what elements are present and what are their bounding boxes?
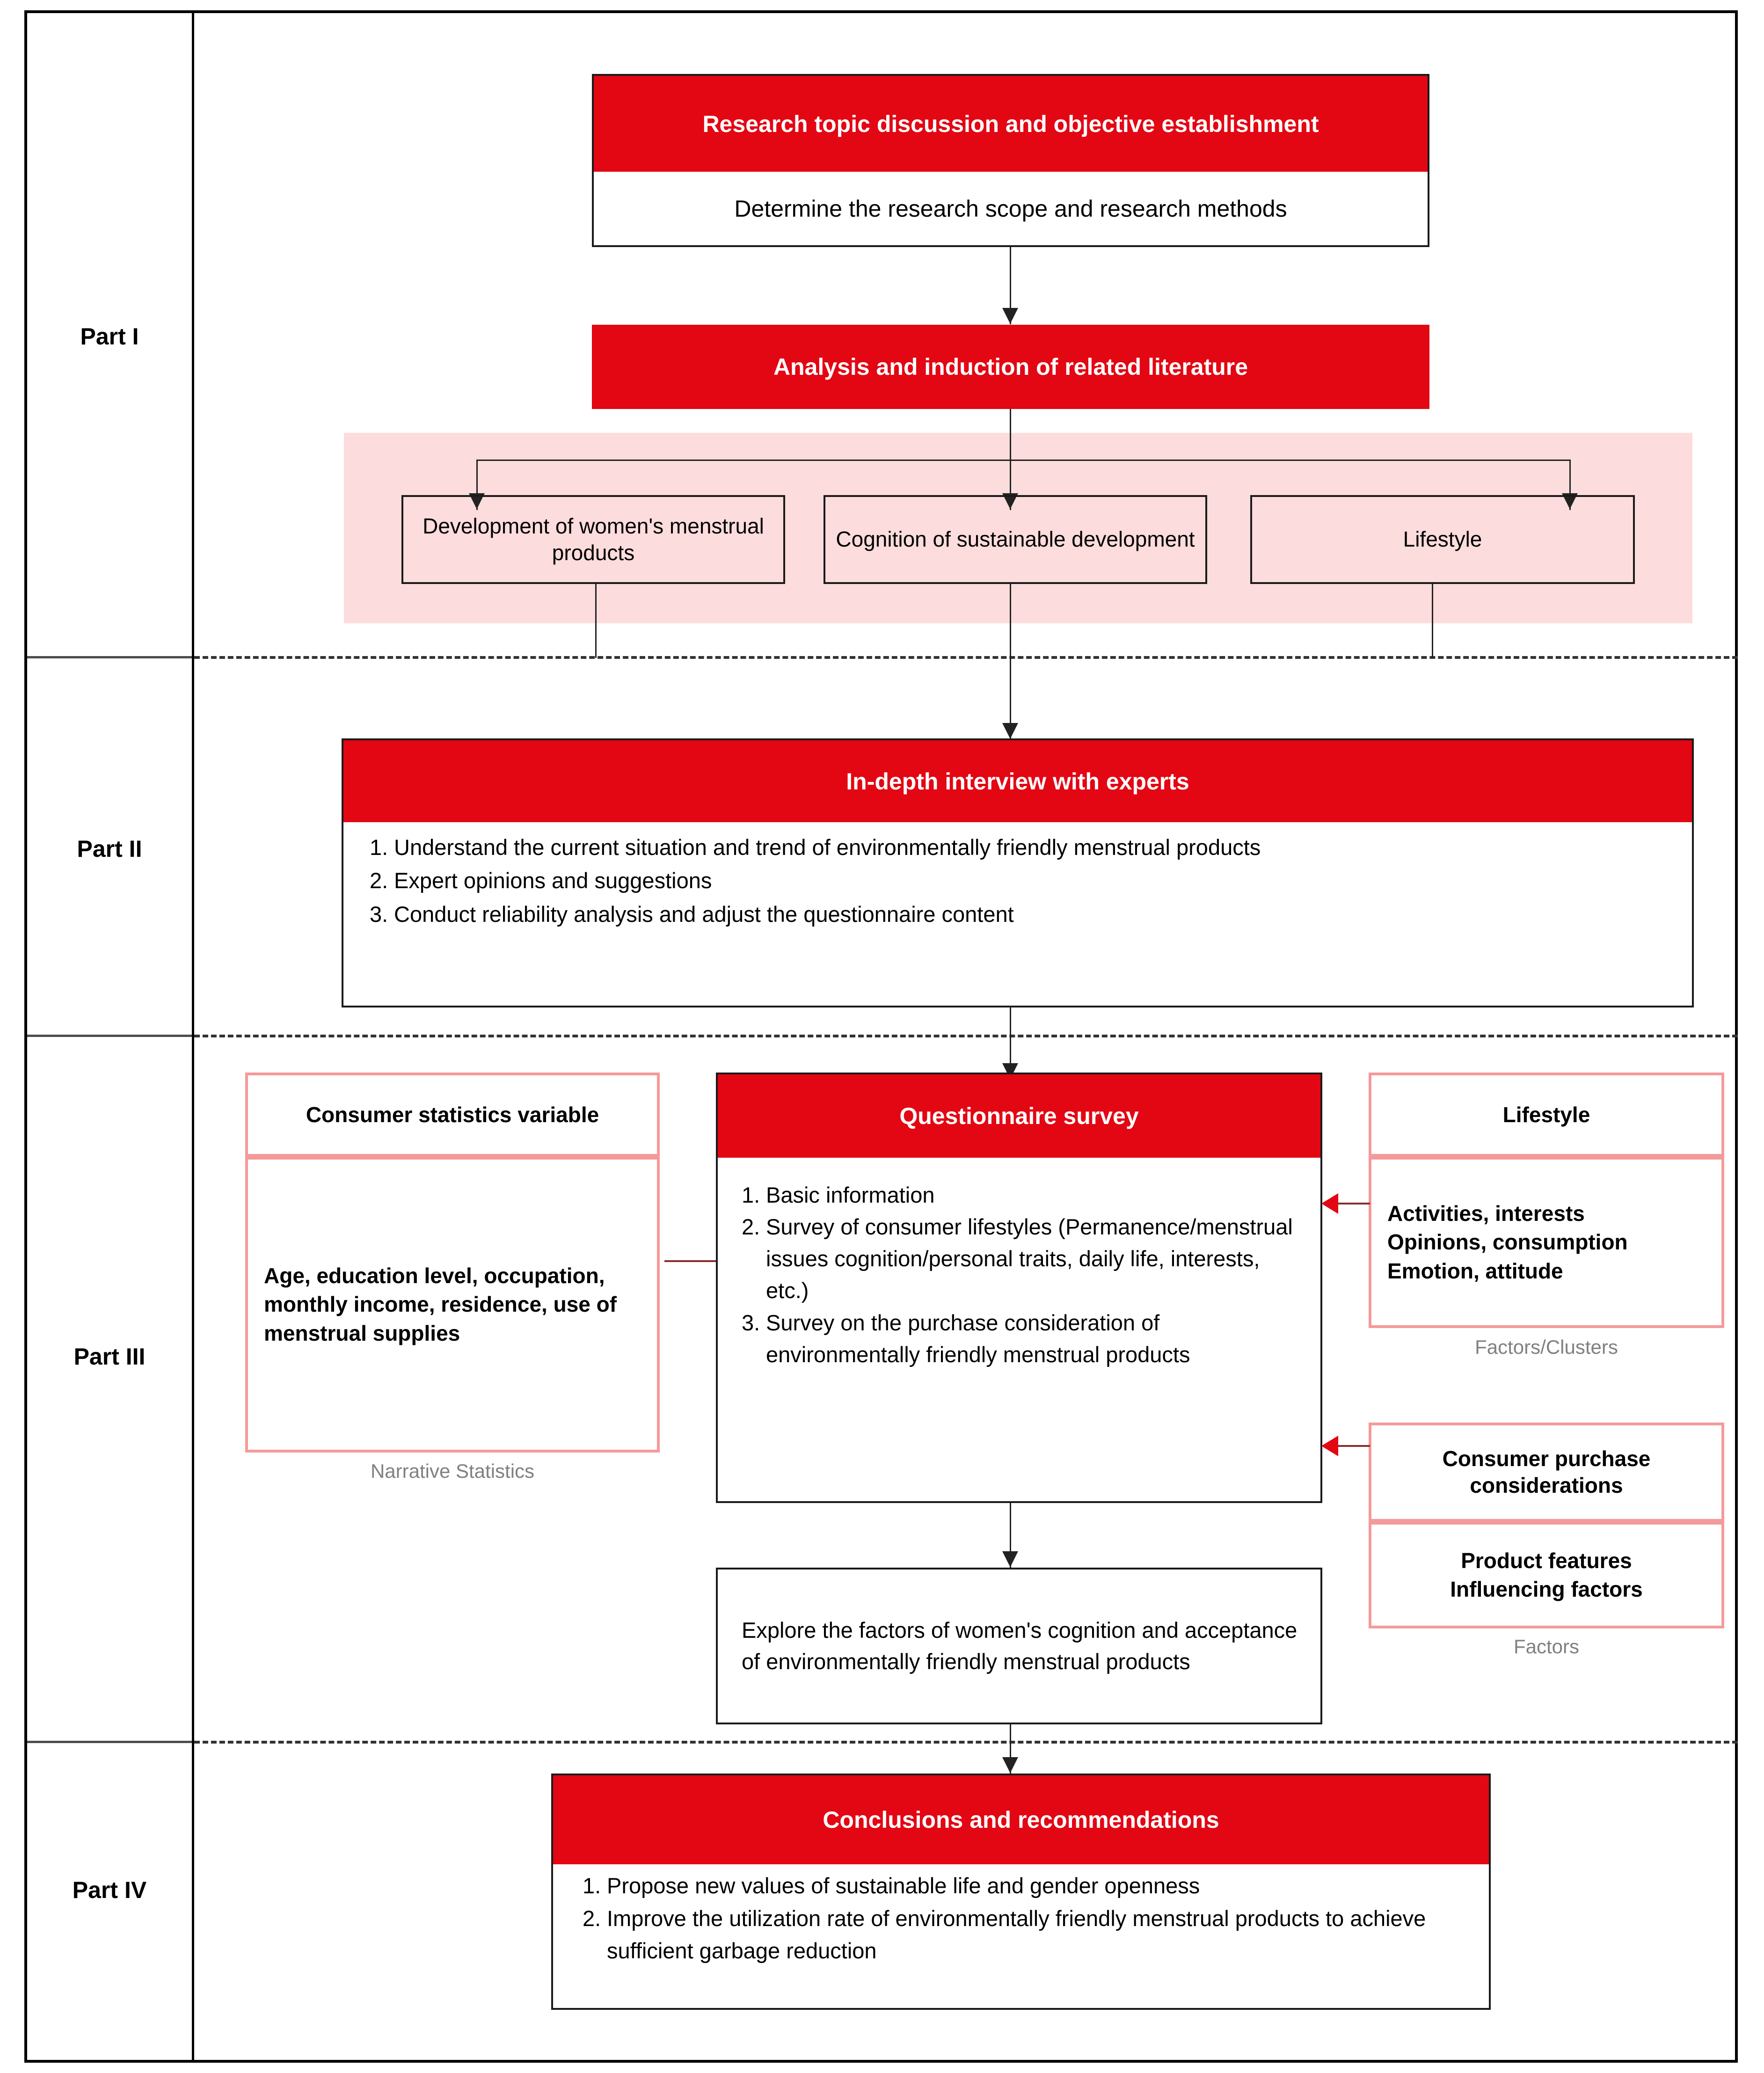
divider-part2-part3-right (194, 1035, 1738, 1037)
connector-branch-1 (476, 460, 478, 510)
connector-to-questionnaire (1010, 1007, 1011, 1079)
questionnaire-box-list: 1.Basic information 2.Survey of consumer… (742, 1179, 1308, 1488)
consumer-statistics-body: Age, education level, occupation, monthl… (245, 1157, 660, 1453)
part1-pink-band (344, 433, 1692, 623)
connector-branch2-down (1010, 584, 1011, 658)
arrow-lifestyle-to-questionnaire (1321, 1193, 1338, 1214)
research-topic-header: Research topic discussion and objective … (594, 76, 1428, 172)
connector-topic-to-literature (1010, 247, 1011, 324)
connector-lifestyle-to-questionnaire (1324, 1203, 1370, 1204)
lifestyle-panel-title: Lifestyle (1369, 1073, 1724, 1157)
divider-part2-part3-left (27, 1035, 192, 1037)
part-label-2: Part II (77, 836, 142, 862)
conclusions-box-header: Conclusions and recommendations (553, 1775, 1489, 1864)
branch-box-development: Development of women's menstrual product… (401, 495, 785, 584)
arrow-topic-to-literature (1002, 308, 1018, 324)
connector-branch3-down (1432, 584, 1433, 658)
list-item: 1.Understand the current situation and t… (370, 835, 1261, 860)
consumer-statistics-title: Consumer statistics variable (245, 1073, 660, 1157)
branch-box-lifestyle: Lifestyle (1250, 495, 1635, 584)
list-item: 1.Basic information (742, 1182, 935, 1207)
connector-branch-2 (1010, 460, 1011, 510)
explore-factors-box (716, 1568, 1322, 1724)
factors-clusters-caption: Factors/Clusters (1475, 1336, 1618, 1358)
part-label-4: Part IV (72, 1877, 147, 1903)
list-item: 3.Survey on the purchase consideration o… (742, 1310, 1190, 1367)
explore-factors-text: Explore the factors of women's cognition… (742, 1617, 1297, 1674)
list-item: 1.Propose new values of sustainable life… (583, 1873, 1200, 1898)
list-item: 2.Expert opinions and suggestions (370, 868, 712, 893)
questionnaire-box-header: Questionnaire survey (718, 1074, 1320, 1158)
arrow-purchase-to-questionnaire (1321, 1436, 1338, 1456)
arrow-to-interview (1002, 723, 1018, 739)
list-item: 3.Conduct reliability analysis and adjus… (370, 901, 1014, 927)
connector-branch-bus (476, 460, 1570, 461)
connector-stats-to-questionnaire (664, 1260, 758, 1262)
narrative-statistics-caption: Narrative Statistics (370, 1460, 535, 1482)
interview-box-list: 1.Understand the current situation and t… (370, 831, 1670, 994)
part-label-3: Part III (73, 1343, 146, 1370)
part-label-1: Part I (80, 323, 139, 350)
purchase-considerations-body: Product features Influencing factors (1369, 1522, 1724, 1628)
research-topic-body: Determine the research scope and researc… (734, 195, 1287, 222)
divider-part1-part2-right (194, 656, 1738, 659)
connector-branch-3 (1569, 460, 1571, 510)
lifestyle-panel-body: Activities, interests Opinions, consumpt… (1369, 1157, 1724, 1328)
divider-part1-part2-left (27, 656, 192, 658)
connector-questionnaire-to-explore (1010, 1503, 1011, 1569)
divider-part3-part4-right (194, 1741, 1738, 1744)
branch-box-cognition: Cognition of sustainable development (824, 495, 1207, 584)
interview-box-header: In-depth interview with experts (343, 740, 1692, 822)
connector-branch1-down (595, 584, 597, 658)
part-column-divider (192, 10, 194, 2063)
divider-part3-part4-left (27, 1741, 192, 1743)
arrow-explore-to-conclusions (1002, 1757, 1018, 1773)
literature-box: Analysis and induction of related litera… (592, 325, 1429, 409)
connector-literature-stem (1010, 409, 1011, 460)
arrow-questionnaire-to-explore (1002, 1551, 1018, 1567)
list-item: 2.Improve the utilization rate of enviro… (583, 1905, 1426, 1964)
list-item: 2.Survey of consumer lifestyles (Permane… (742, 1214, 1293, 1303)
factors-caption: Factors (1513, 1635, 1580, 1657)
connector-to-interview (1010, 658, 1011, 740)
connector-purchase-to-questionnaire (1324, 1445, 1370, 1447)
conclusions-box-list: 1.Propose new values of sustainable life… (583, 1869, 1472, 2000)
purchase-considerations-title: Consumer purchase considerations (1369, 1423, 1724, 1522)
